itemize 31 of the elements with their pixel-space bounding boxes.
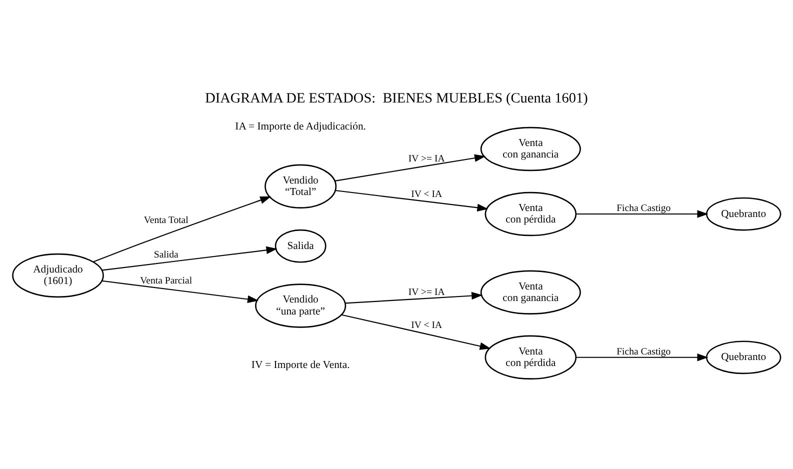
edge-label: IV >= IA (408, 286, 445, 298)
node-ellipse: Vendido “una parte” (255, 284, 346, 328)
arrow (335, 190, 488, 212)
arrow (102, 280, 259, 304)
node-ellipse: Venta con ganancia (480, 270, 581, 314)
node-ellipse: Quebranto (706, 340, 782, 374)
edge-label: Venta Total (144, 214, 188, 226)
node-ellipse: Venta con ganancia (480, 126, 581, 172)
edge-label: IV < IA (411, 320, 442, 331)
edge-label: IV >= IA (408, 153, 445, 164)
label: IV = Importe de Venta. (251, 359, 350, 372)
edge-label: Ficha Castigo (616, 203, 671, 214)
edge-label: Salida (154, 249, 178, 260)
diagram-title: DIAGRAMA DE ESTADOS: BIENES MUEBLES (Cuenta 1601) (205, 90, 588, 107)
arrow (102, 246, 278, 271)
arrow (576, 210, 708, 218)
arrow (341, 314, 491, 350)
node-ellipse: Adjudicado (1601) (12, 253, 104, 298)
edge-label: Venta Parcial (140, 275, 192, 286)
label: IA = Importe de Adjudicación. (235, 120, 366, 133)
arrow (334, 154, 486, 182)
edge-label: IV < IA (411, 188, 442, 200)
node-ellipse: Salida (274, 229, 326, 263)
arrow (576, 354, 708, 362)
node-ellipse: Quebranto (706, 197, 782, 231)
node-ellipse: Venta con pérdida (484, 192, 577, 236)
node-ellipse: Venta con pérdida (484, 335, 577, 380)
edge-label: Ficha Castigo (616, 346, 671, 358)
arrow (345, 292, 483, 304)
node-ellipse: Vendido “Total” (264, 164, 337, 209)
arrow (93, 196, 272, 262)
